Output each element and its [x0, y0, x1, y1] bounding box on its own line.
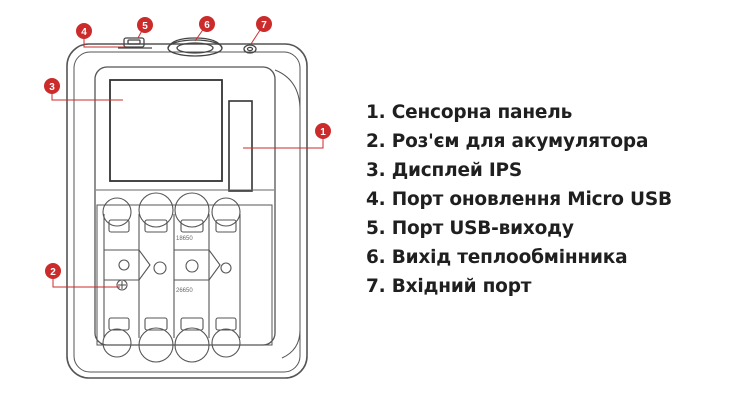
svg-text:3: 3	[49, 82, 55, 93]
svg-text:4: 4	[81, 27, 87, 38]
battery-bay: 18650 26650	[96, 192, 273, 363]
callout-marker-5: 5	[137, 17, 153, 33]
touch-panel	[228, 100, 253, 192]
callout-leaders	[51, 23, 324, 288]
legend-item-touch-panel: 1. Сенсорна панель	[366, 102, 573, 123]
legend-item-usb-output-port: 5. Порт USB-виходу	[366, 218, 574, 239]
ips-display	[109, 79, 223, 182]
svg-text:2: 2	[50, 267, 56, 278]
svg-text:18650: 18650	[176, 236, 193, 242]
legend-item-input-port: 7. Вхідний порт	[366, 276, 532, 297]
top-ports	[118, 37, 257, 57]
svg-text:6: 6	[204, 20, 210, 31]
callout-markers: 1 2 3 4 5 6 7	[44, 16, 331, 279]
callout-marker-1: 1	[315, 123, 331, 139]
svg-text:5: 5	[142, 21, 148, 32]
callout-marker-7: 7	[256, 16, 272, 32]
callout-marker-6: 6	[199, 16, 215, 32]
svg-text:26650: 26650	[176, 288, 193, 294]
legend-item-battery-connector: 2. Роз'єм для акумулятора	[366, 131, 649, 152]
legend-item-heat-exchanger-outlet: 6. Вихід теплообмінника	[366, 247, 628, 268]
parts-legend: 1. Сенсорна панель 2. Роз'єм для акумуля…	[366, 98, 672, 301]
svg-text:7: 7	[261, 20, 267, 31]
callout-marker-3: 3	[44, 78, 60, 94]
legend-item-ips-display: 3. Дисплей IPS	[366, 160, 522, 181]
callout-marker-2: 2	[45, 263, 61, 279]
legend-item-micro-usb-port: 4. Порт оновлення Micro USB	[366, 189, 672, 210]
svg-text:1: 1	[320, 127, 326, 138]
callout-marker-4: 4	[76, 23, 92, 39]
